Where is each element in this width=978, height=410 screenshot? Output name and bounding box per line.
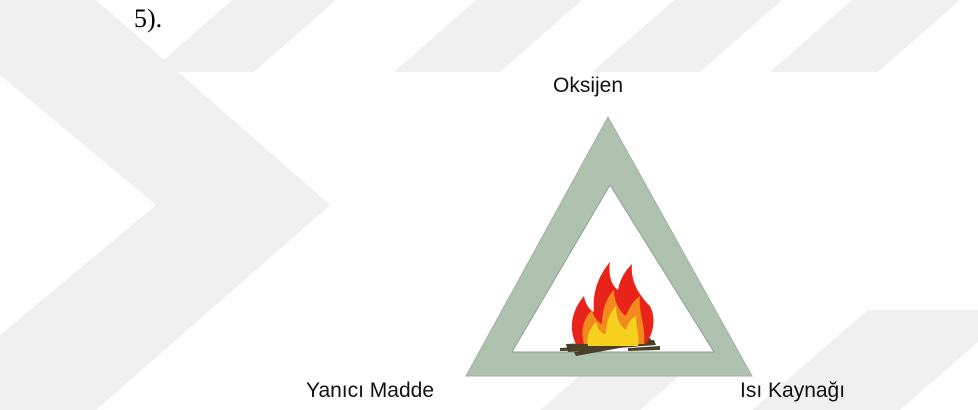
caption-fragment: 5).: [134, 4, 163, 33]
label-oxygen: Oksijen: [553, 74, 624, 97]
fire-icon: [560, 262, 660, 356]
triangle-inner-edge: [511, 184, 715, 353]
label-fuel: Yanıcı Madde: [306, 379, 435, 402]
triangle-outer-edge: [465, 115, 753, 377]
label-heat-source: Isı Kaynağı: [740, 379, 846, 402]
triangle-frame: [466, 117, 752, 376]
